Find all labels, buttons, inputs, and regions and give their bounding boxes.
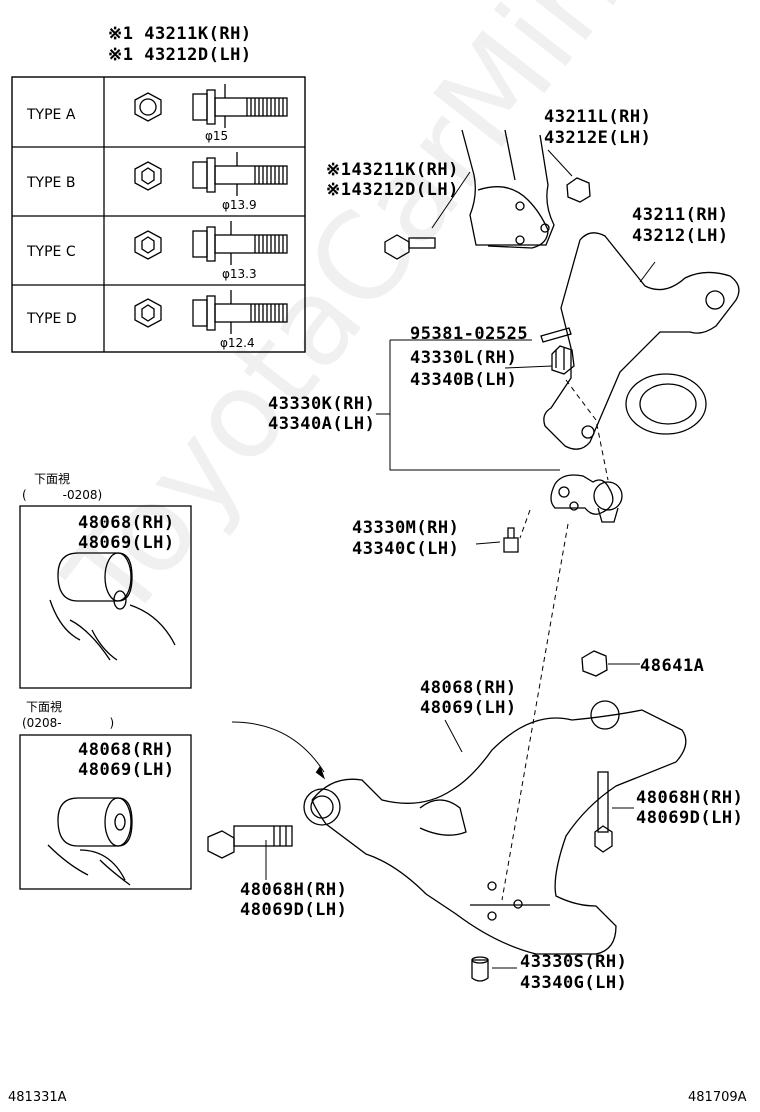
upper-bolt-icon <box>384 234 436 260</box>
bolt-type-b-icon <box>134 152 288 196</box>
bushing-inset-top-icon <box>49 552 176 661</box>
joint-bolt-icon <box>503 527 519 553</box>
lower-control-arm-icon <box>303 700 687 955</box>
inset-bottom-frame <box>19 734 192 890</box>
label-43212: 43212(LH) <box>632 226 729 246</box>
bolt-type-a-icon <box>134 84 288 128</box>
label-43340B: 43340B(LH) <box>410 370 518 390</box>
label-front-bolt-lh: 48069D(LH) <box>240 900 348 920</box>
label-43340A: 43340A(LH) <box>268 414 376 434</box>
rear-bolt-icon <box>594 771 613 853</box>
castle-nut-icon <box>551 345 575 375</box>
label-43340C: 43340C(LH) <box>352 539 460 559</box>
bushing-inset-bottom-icon <box>47 797 133 886</box>
bolt-type-table <box>11 76 306 353</box>
inset-top-frame <box>19 505 192 689</box>
label-43330S: 43330S(RH) <box>520 952 628 972</box>
type-b-diameter: φ13.9 <box>222 198 257 212</box>
label-arm-48068: 48068(RH) <box>420 678 517 698</box>
steering-knuckle-icon <box>543 232 740 450</box>
label-43330L: 43330L(RH) <box>410 348 518 368</box>
label-43330K: 43330K(RH) <box>268 394 376 414</box>
label-43211L: 43211L(RH) <box>544 107 652 127</box>
label-43212E: 43212E(LH) <box>544 128 652 148</box>
label-front-bolt-rh: 48068H(RH) <box>240 880 348 900</box>
label-arm-48069: 48069(LH) <box>420 698 517 718</box>
inset-top-period: ( -0208) <box>22 488 103 502</box>
bolt-type-c-icon <box>134 221 288 265</box>
label-43212D: ※143212D(LH) <box>326 180 459 200</box>
inset-top-view-label: 下面視 <box>34 472 71 486</box>
upper-nut-icon <box>566 177 591 203</box>
inset-bottom-view-label: 下面視 <box>26 700 63 714</box>
label-rear-bolt-rh: 48068H(RH) <box>636 788 744 808</box>
type-a-diameter: φ15 <box>205 129 229 143</box>
ball-joint-icon <box>550 474 623 523</box>
type-c-label: TYPE C <box>27 244 76 260</box>
inset-bottom-part-lh: 48069(LH) <box>78 760 175 780</box>
inset-bottom-period: (0208- ) <box>22 716 115 730</box>
type-d-diameter: φ12.4 <box>220 336 255 350</box>
footer-left-code: 481331A <box>8 1090 67 1105</box>
inset-top-part-rh: 48068(RH) <box>78 513 175 533</box>
label-43340G: 43340G(LH) <box>520 973 628 993</box>
bolt-type-d-icon <box>134 290 288 334</box>
cotter-pin-icon <box>540 327 572 343</box>
type-b-label: TYPE B <box>27 175 76 191</box>
table-header-line-2: ※1 43212D(LH) <box>108 45 252 65</box>
label-95381: 95381-02525 <box>410 324 529 344</box>
type-d-label: TYPE D <box>27 311 77 327</box>
nut-48641a-icon <box>581 650 608 677</box>
front-bolt-icon <box>207 825 293 859</box>
footer-right-code: 481709A <box>688 1090 747 1105</box>
type-c-diameter: φ13.3 <box>222 267 257 281</box>
table-header-line-1: ※1 43211K(RH) <box>108 24 252 44</box>
label-43330M: 43330M(RH) <box>352 518 460 538</box>
inset-top-part-lh: 48069(LH) <box>78 533 175 553</box>
label-48641A: 48641A <box>640 656 705 676</box>
label-43211K: ※143211K(RH) <box>326 160 459 180</box>
rear-bushing-icon <box>471 956 489 982</box>
type-a-label: TYPE A <box>27 107 76 123</box>
strut-bracket-icon <box>461 129 555 249</box>
inset-bottom-part-rh: 48068(RH) <box>78 740 175 760</box>
label-rear-bolt-lh: 48069D(LH) <box>636 808 744 828</box>
label-43211: 43211(RH) <box>632 205 729 225</box>
leader-lines <box>231 149 656 969</box>
